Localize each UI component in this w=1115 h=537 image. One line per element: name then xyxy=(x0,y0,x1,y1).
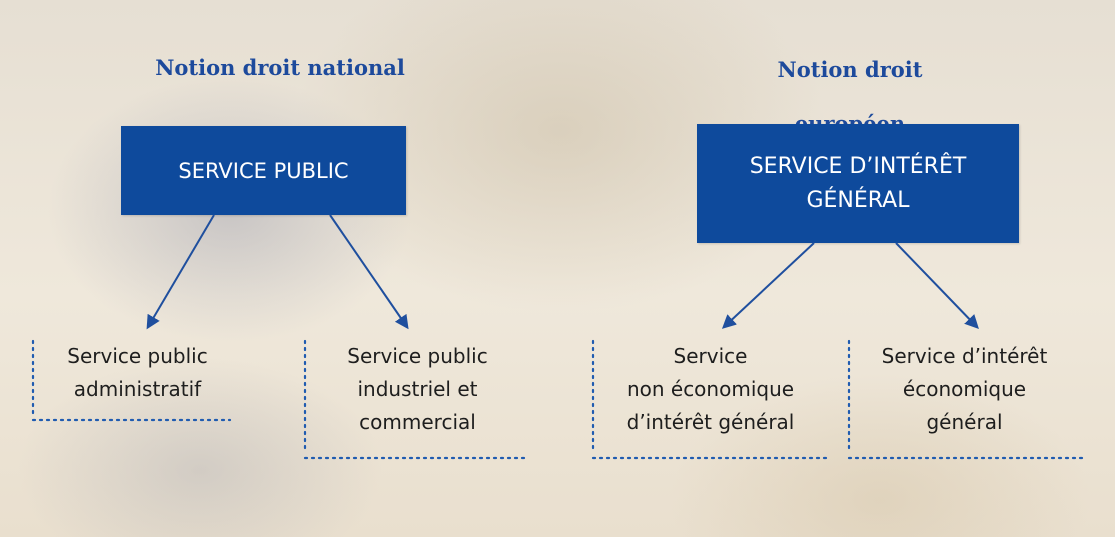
national-notion-title: Notion droit national xyxy=(130,54,430,82)
leaf-service-public-administratif: Service public administratif xyxy=(40,340,235,406)
european-notion-title-line-1: Notion droit xyxy=(777,57,923,82)
leaf-2-line-1: Service public xyxy=(347,344,488,368)
leaf-2-line-3: commercial xyxy=(359,410,476,434)
sig-box-line-1: SERVICE D’INTÉRÊT xyxy=(749,153,967,179)
leaf-4-line-1: Service d’intérêt xyxy=(881,344,1048,368)
leaf-service-interet-economique: Service d’intérêt économique général xyxy=(852,340,1077,439)
arrow-to-non-economique xyxy=(721,242,815,329)
arrow-to-administratif xyxy=(146,214,215,330)
leaf-service-public-industriel: Service public industriel et commercial xyxy=(310,340,525,439)
leaf-3-line-1: Service xyxy=(673,344,748,368)
leaf-4-line-2: économique xyxy=(902,377,1027,401)
leaf-2-line-2: industriel et xyxy=(357,377,478,401)
leaf-1-line-1: Service public xyxy=(67,344,208,368)
sig-box-line-2: GÉNÉRAL xyxy=(806,187,910,213)
leaf-4-line-3: général xyxy=(926,410,1003,434)
arrow-to-industriel xyxy=(329,214,409,330)
leaf-service-non-economique: Service non économique d’intérêt général xyxy=(598,340,823,439)
service-interet-general-box: SERVICE D’INTÉRÊT GÉNÉRAL xyxy=(697,124,1019,243)
leaf-3-line-2: non économique xyxy=(626,377,795,401)
arrow-to-economique xyxy=(895,242,979,330)
leaf-1-line-2: administratif xyxy=(73,377,202,401)
service-public-box-label: SERVICE PUBLIC xyxy=(178,158,349,183)
service-public-box: SERVICE PUBLIC xyxy=(121,126,406,215)
national-notion-title-text: Notion droit national xyxy=(155,55,405,80)
leaf-3-line-3: d’intérêt général xyxy=(626,410,795,434)
